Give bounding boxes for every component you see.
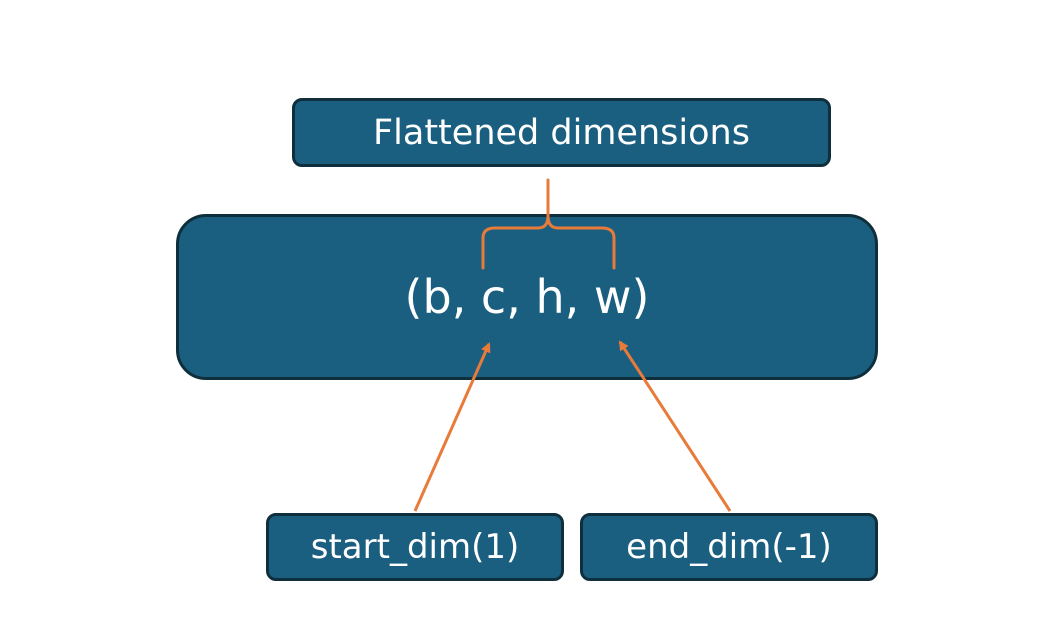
tensor-shape-label: (b, c, h, w) (404, 270, 650, 324)
flattened-dimensions-label: Flattened dimensions (373, 112, 750, 153)
end-dim-box: end_dim(-1) (580, 513, 878, 581)
start-dim-box: start_dim(1) (266, 513, 564, 581)
end-dim-label: end_dim(-1) (626, 527, 832, 567)
tensor-shape-box: (b, c, h, w) (176, 214, 878, 380)
start-dim-label: start_dim(1) (310, 527, 520, 567)
flattened-dimensions-box: Flattened dimensions (292, 98, 831, 167)
